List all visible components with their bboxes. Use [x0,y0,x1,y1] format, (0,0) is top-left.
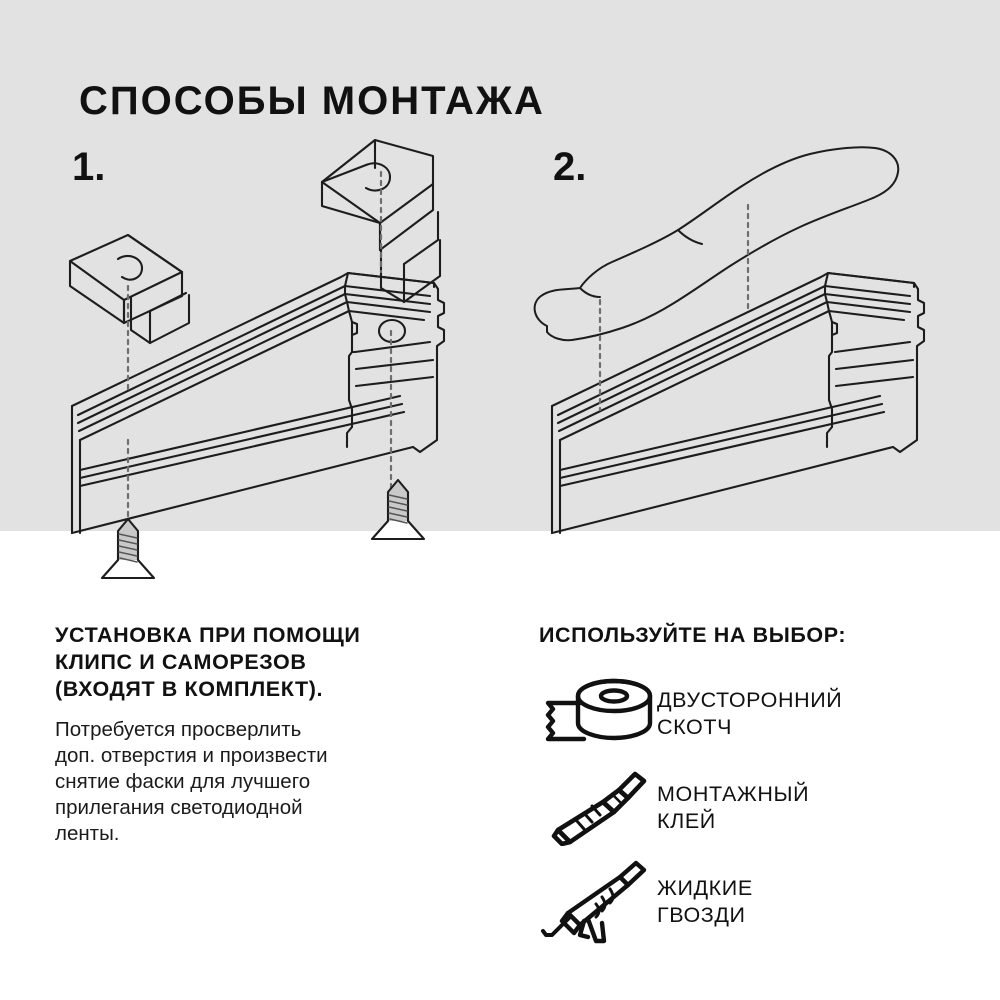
right-options-column: ИСПОЛЬЗУЙТЕ НА ВЫБОР: ДВУСТОРОННИЙ СКОТЧ [539,622,959,953]
left-column-heading: УСТАНОВКА ПРИ ПОМОЩИ КЛИПС И САМОРЕЗОВ (… [55,623,361,701]
clip-right-icon [320,138,442,304]
option-label-liquid-nails: ЖИДКИЕ ГВОЗДИ [657,876,753,927]
led-profile-1 [70,271,446,535]
clip-left-icon [68,233,191,345]
page-title: СПОСОБЫ МОНТАЖА [79,78,545,123]
screw-right-icon [370,478,426,541]
caulk-gun-icon [539,859,657,945]
right-column-heading: ИСПОЛЬЗУЙТЕ НА ВЫБОР: [539,623,847,647]
hand-outline-icon [533,146,900,342]
option-label-tape: ДВУСТОРОННИЙ СКОТЧ [657,688,843,739]
option-label-glue: МОНТАЖНЫЙ КЛЕЙ [657,782,810,833]
mounting-illustrations [68,138,926,580]
screw-left-icon [100,517,156,580]
alignment-guide [598,203,750,412]
illustration-background [0,0,1000,531]
step-number-2: 2. [553,145,587,189]
step-number-1: 1. [72,145,106,189]
option-row-tape[interactable]: ДВУСТОРОННИЙ СКОТЧ [539,671,959,757]
left-text-column: УСТАНОВКА ПРИ ПОМОЩИ КЛИПС И САМОРЕЗОВ (… [55,622,455,847]
led-profile-2 [550,271,926,535]
glue-tube-icon [539,770,657,846]
option-row-liquid-nails[interactable]: ЖИДКИЕ ГВОЗДИ [539,859,959,945]
tape-roll-icon [539,676,657,752]
alignment-guide [126,170,393,527]
left-column-body: Потребуется просверлить доп. отверстия и… [55,718,328,845]
option-row-glue[interactable]: МОНТАЖНЫЙ КЛЕЙ [539,765,959,851]
